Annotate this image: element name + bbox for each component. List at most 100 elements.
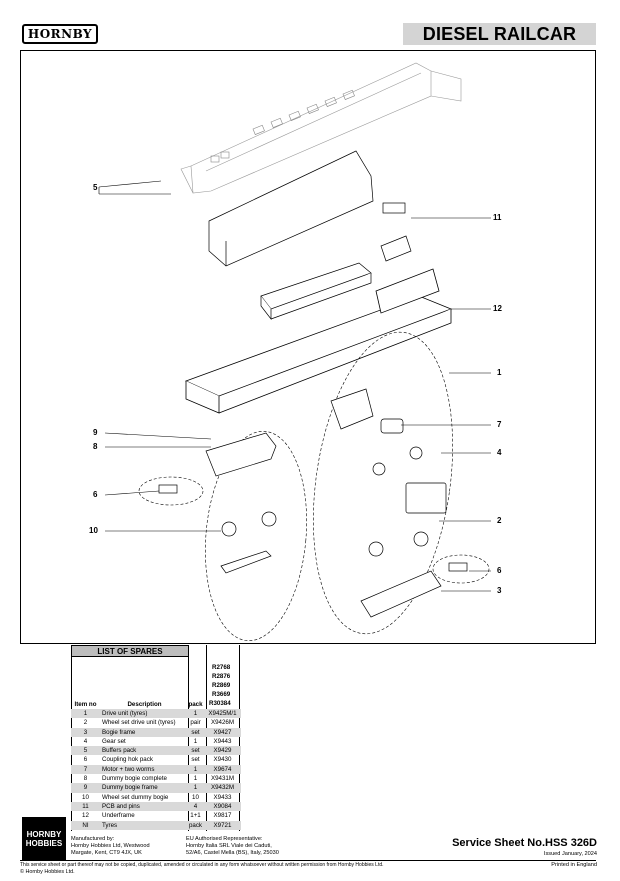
bogie-parts	[158, 388, 468, 618]
catalogue-number: R2768	[212, 664, 231, 671]
item-code: X9431M	[210, 775, 235, 783]
table-row: 5 Buffers pack set X9429	[71, 746, 241, 756]
page-title: DIESEL RAILCAR	[422, 23, 577, 44]
exploded-diagram: 5 11 12 1 9 8 7 4 6 10 2 6 3	[20, 50, 596, 644]
catalogue-number: R30384	[209, 700, 231, 707]
callout-6: 6	[93, 490, 98, 499]
divider	[188, 657, 189, 831]
item-code: X9433	[213, 793, 232, 801]
item-code: X9429	[213, 747, 232, 755]
callout-10: 10	[89, 526, 98, 535]
item-pack: 1	[193, 710, 198, 717]
item-desc: Underframe	[102, 812, 135, 820]
callout-12: 12	[493, 304, 502, 313]
service-sheet-number: Service Sheet No.HSS 326D	[452, 837, 597, 849]
ballast-weight	[260, 262, 372, 321]
pcb-pins	[380, 202, 412, 262]
item-pack: 1+1	[190, 812, 201, 820]
divider	[206, 645, 207, 831]
spares-table-frame	[71, 645, 241, 831]
table-row: 12 Underframe 1+1 X9817	[71, 811, 241, 820]
col-pack-header: pack	[188, 701, 203, 708]
callout-9: 9	[93, 428, 98, 437]
table-row: 11 PCB and pins 4 X9084	[71, 801, 241, 812]
railcar-body-outline	[180, 62, 462, 194]
callout-7: 7	[497, 420, 502, 429]
item-no: 3	[83, 728, 88, 736]
callout-3: 3	[497, 586, 502, 595]
item-pack: 1	[193, 775, 198, 783]
item-pack: 1	[193, 737, 198, 745]
item-pack: 1	[193, 765, 198, 773]
item-no: NI	[82, 821, 89, 829]
callout-11: 11	[493, 213, 502, 222]
printed-in: Printed in England	[551, 862, 597, 868]
item-code: X9426M	[210, 719, 235, 727]
underframe	[184, 268, 453, 414]
col-item-header: Item no	[74, 701, 97, 708]
title-banner: DIESEL RAILCAR	[403, 23, 596, 45]
footer-divider	[20, 860, 596, 861]
callout-2: 2	[497, 516, 502, 525]
col-desc-header: Description	[127, 701, 162, 708]
item-code: X9817	[213, 812, 232, 820]
callout-4: 4	[497, 448, 502, 457]
brand-text: HORNBY	[27, 27, 93, 41]
item-desc: PCB and pins	[102, 802, 140, 810]
item-code: X9084	[213, 802, 232, 810]
item-no: 9	[83, 784, 88, 792]
item-no: 11	[82, 802, 89, 810]
logo-line1: HORNBY	[26, 829, 62, 839]
item-no: 12	[82, 812, 89, 820]
item-pack: 1	[193, 784, 198, 792]
callout-5: 5	[93, 183, 98, 192]
logo-line2: HOBBIES	[25, 838, 63, 848]
divider	[239, 645, 240, 831]
callout-6b: 6	[497, 566, 502, 575]
leader-lines	[98, 180, 491, 592]
mfr-name: Hornby Hobbies Ltd, Westwood	[71, 843, 150, 849]
item-no: 5	[83, 747, 88, 755]
hornby-hobbies-logo: HORNBY HOBBIES	[22, 817, 66, 860]
item-code: X9443	[213, 737, 232, 745]
eu-representative: EU Authorised Representative: Hornby Ita…	[186, 836, 279, 857]
mfr-address: Margate, Kent, CT9 4JX, UK	[71, 850, 142, 856]
eu-name: Hornby Italia SRL Viale dei Caduti,	[186, 843, 272, 849]
item-no: 8	[83, 775, 88, 783]
item-pack: pack	[188, 821, 203, 829]
issued-date: Issued January, 2024	[543, 851, 597, 857]
item-desc: Gear set	[102, 737, 126, 745]
item-code: X9427	[213, 728, 232, 736]
item-desc: Drive unit (tyres)	[102, 710, 148, 717]
legal-notice: This service sheet or part thereof may n…	[20, 862, 384, 868]
item-pack: 4	[193, 802, 198, 810]
item-desc: Buffers pack	[102, 747, 137, 755]
assembly-ellipses	[138, 331, 490, 641]
spares-heading: LIST OF SPARES	[71, 645, 189, 657]
catalogue-number: R2876	[212, 673, 231, 680]
catalogue-number: R2869	[212, 682, 231, 689]
item-desc: Coupling hok pack	[102, 756, 153, 764]
item-desc: Wheel set dummy bogie	[102, 793, 169, 801]
item-pack: set	[191, 756, 200, 764]
item-no: 4	[83, 737, 88, 745]
item-pack: set	[191, 747, 200, 755]
item-pack: set	[191, 728, 200, 736]
item-desc: Tyres	[102, 821, 118, 829]
manufacturer-info: Manufactured by: Hornby Hobbies Ltd, Wes…	[71, 836, 150, 857]
mfr-label: Manufactured by:	[71, 836, 115, 842]
catalogue-number: R3669	[212, 691, 231, 698]
table-row: 4 Gear set 1 X9443	[71, 737, 241, 746]
item-code: X9674	[213, 765, 232, 773]
item-code: X9425M/1	[208, 710, 237, 717]
spares-list: LIST OF SPARES	[71, 645, 189, 657]
item-no: 10	[82, 793, 89, 801]
item-code: X9432M	[210, 784, 235, 792]
